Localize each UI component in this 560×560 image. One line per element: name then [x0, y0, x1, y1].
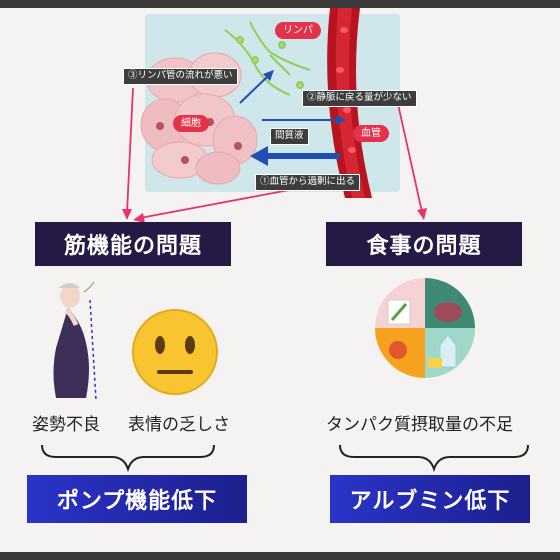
- food-groups-plate-icon: [375, 278, 475, 378]
- lymph-flow-label: ③リンパ管の流れが悪い: [123, 68, 238, 85]
- lymph-label: リンパ: [275, 22, 321, 39]
- pink-arrow-diagonal: [139, 187, 301, 219]
- blood-vessel-label: 血管: [353, 125, 389, 142]
- leak-label: ①血管から過剰に出る: [255, 174, 361, 191]
- interstitial-label: 間質液: [270, 128, 309, 145]
- neutral-face-emoji-icon: [132, 309, 218, 395]
- venous-return-label: ②静脈に戻る量が少ない: [302, 90, 417, 107]
- poor-posture-caption: 姿勢不良: [32, 415, 100, 435]
- top-border: [0, 0, 560, 8]
- albumin-decline-box: アルブミン低下: [330, 475, 530, 523]
- posture-figure-icon: [53, 281, 97, 401]
- lymph-vessel-icon: [224, 21, 311, 96]
- cell-label: 細胞: [173, 115, 209, 132]
- muscle-function-header: 筋機能の問題: [35, 222, 231, 266]
- lack-of-expression-caption: 表情の乏しさ: [128, 415, 230, 435]
- protein-deficiency-caption: タンパク質摂取量の不足: [326, 415, 513, 435]
- diet-header: 食事の問題: [326, 222, 522, 266]
- pump-function-decline-box: ポンプ機能低下: [27, 475, 247, 523]
- bottom-border: [0, 552, 560, 560]
- right-brace: [339, 444, 529, 473]
- lymph-flow-arrow: [239, 75, 269, 104]
- pink-arrow-right: [397, 103, 423, 213]
- left-brace: [41, 444, 215, 473]
- pink-arrow-left-vertical: [126, 87, 134, 214]
